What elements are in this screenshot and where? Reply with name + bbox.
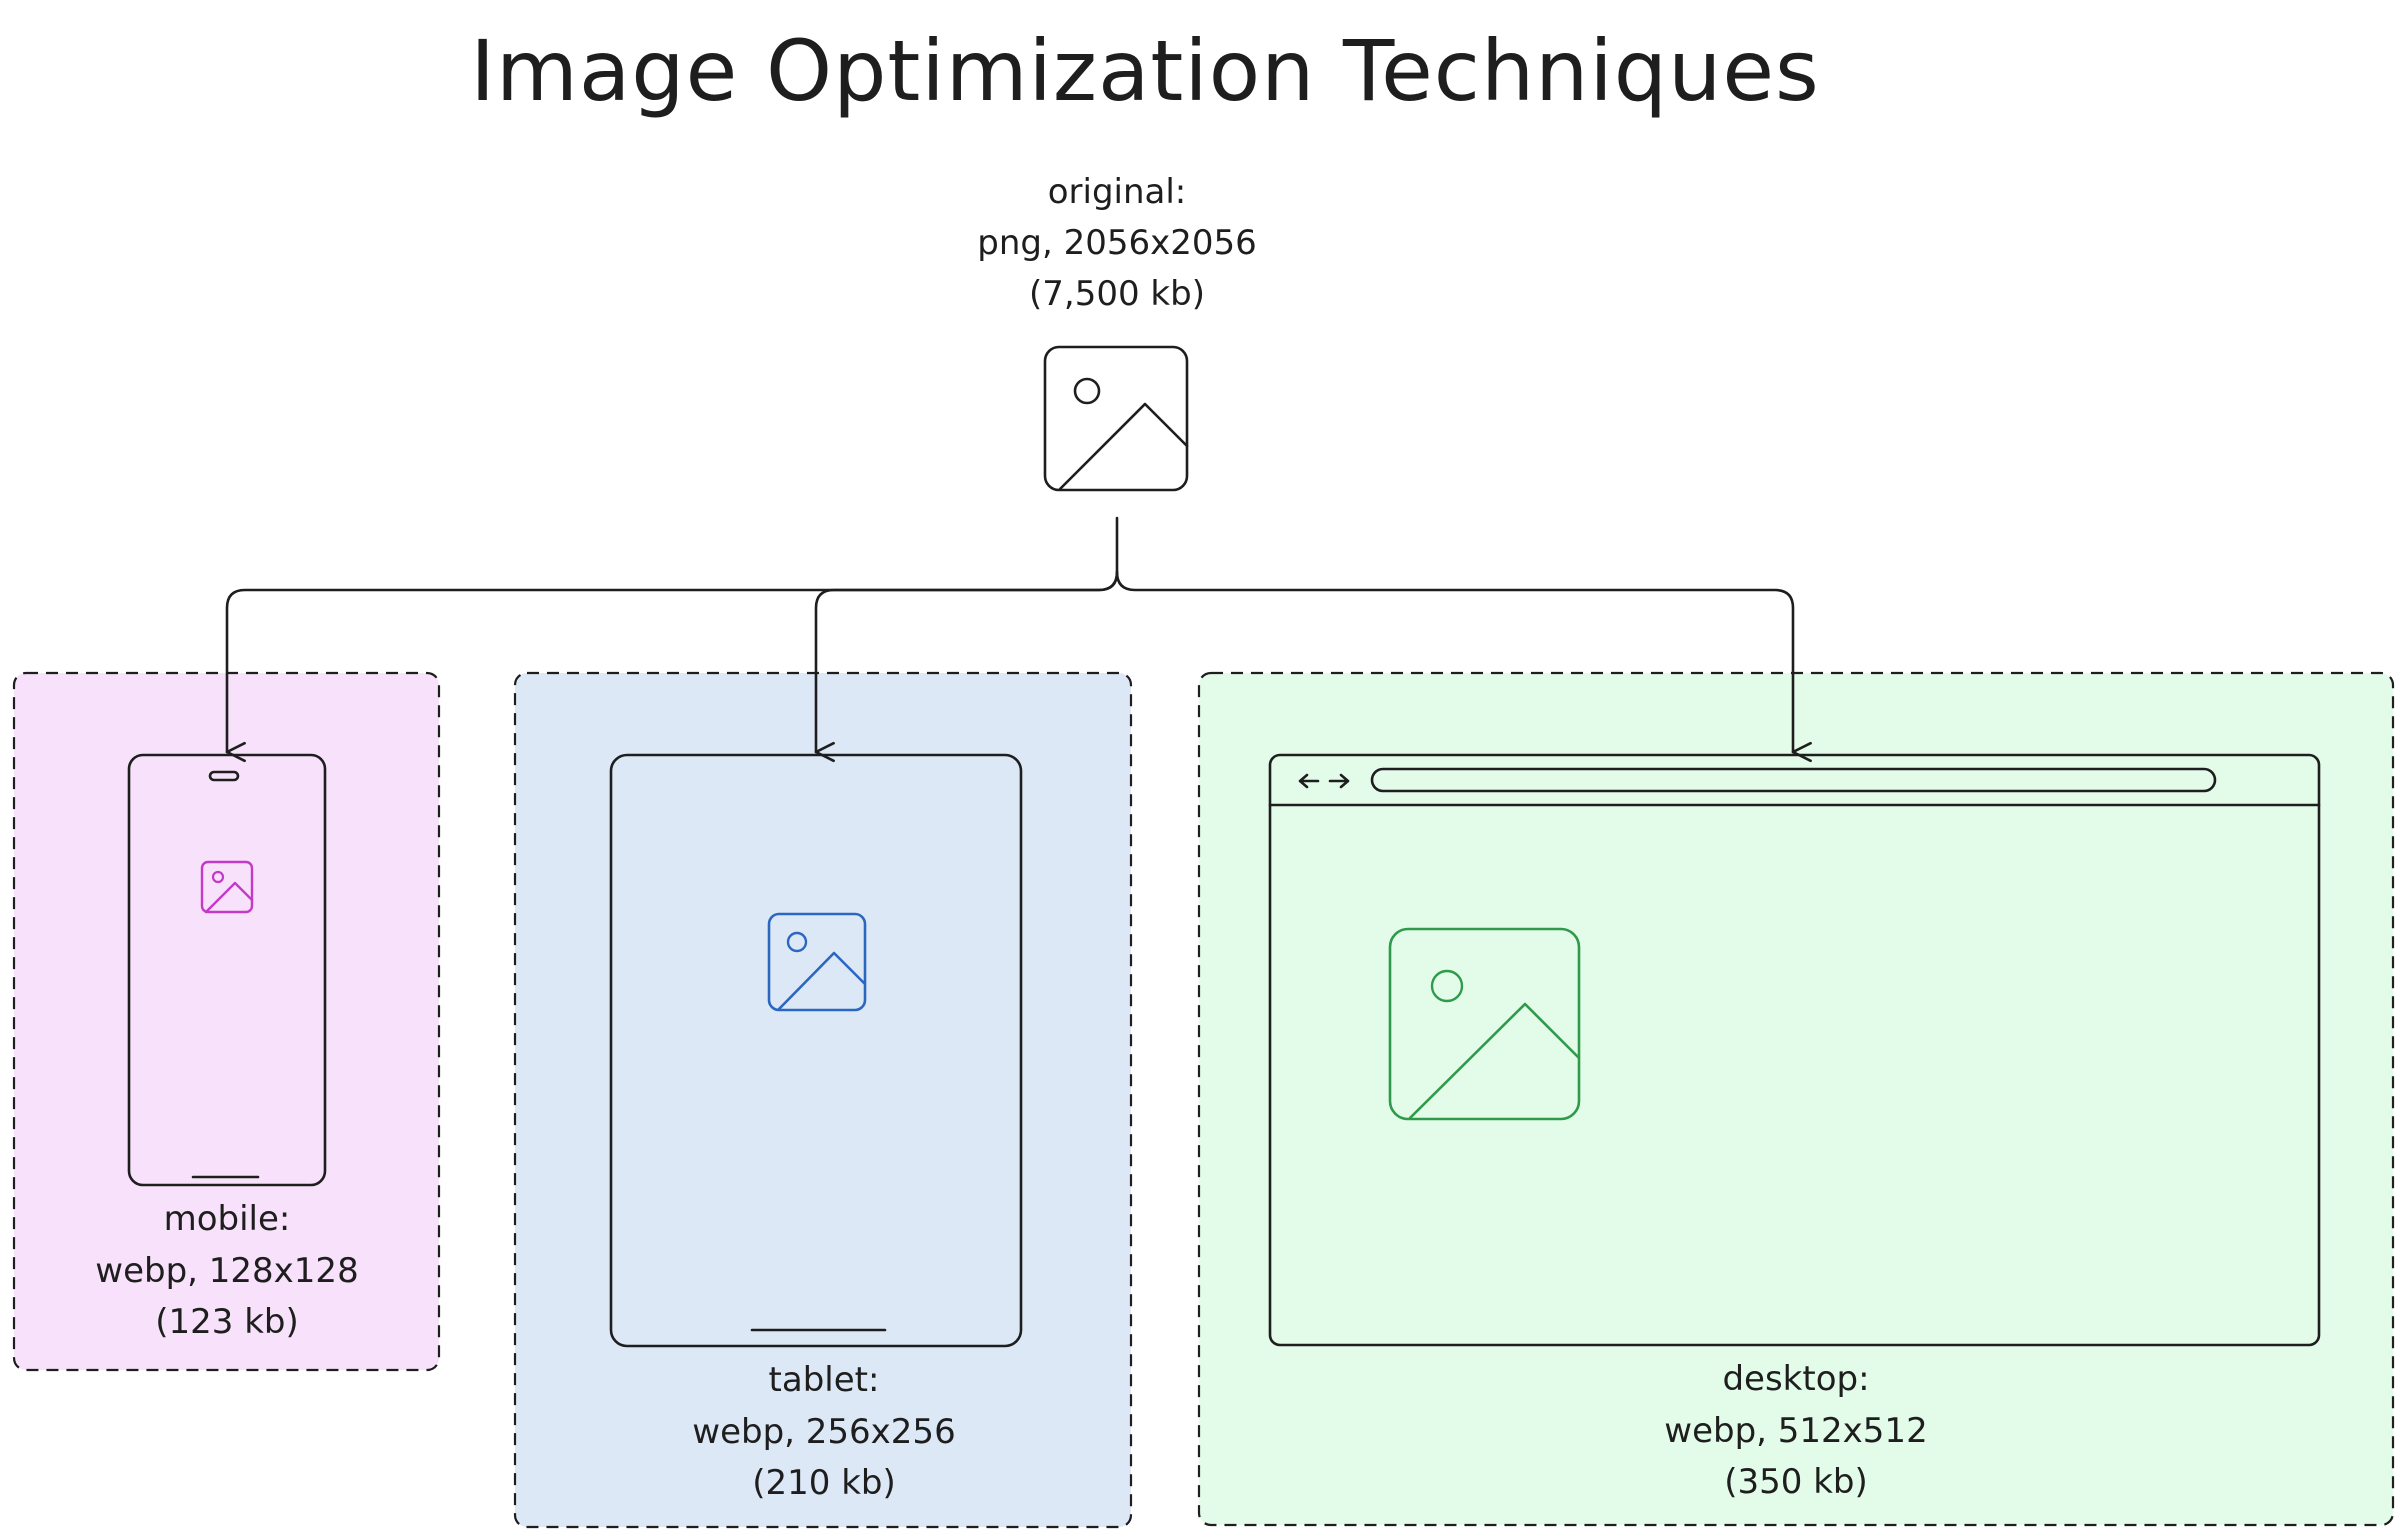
- desktop-label-line1: desktop:: [1722, 1359, 1869, 1399]
- back-forward-arrows-icon: [1298, 773, 1350, 789]
- desktop-browser-frame: [1268, 753, 2321, 1347]
- arrow-to-tablet: [814, 570, 1119, 763]
- phone-speaker: [208, 770, 240, 782]
- tablet-image-icon: [767, 912, 867, 1012]
- mobile-phone-frame: [127, 753, 327, 1187]
- mobile-image-icon: [200, 860, 254, 914]
- mobile-label-line3: (123 kb): [155, 1302, 299, 1342]
- mobile-label: mobile: webp, 128x128 (123 kb): [95, 1199, 358, 1342]
- mobile-label-line1: mobile:: [164, 1199, 291, 1239]
- desktop-zone: [1197, 671, 2395, 1527]
- desktop-image-icon: [1388, 927, 1581, 1121]
- diagram-title: Image Optimization Techniques: [470, 22, 1820, 120]
- arrow-to-desktop: [1115, 570, 1812, 763]
- tablet-label-line1: tablet:: [769, 1360, 880, 1400]
- mobile-label-line2: webp, 128x128: [95, 1251, 358, 1291]
- browser-address-bar: [1370, 767, 2217, 793]
- tablet-label-line2: webp, 256x256: [692, 1412, 955, 1452]
- tablet-zone: [513, 671, 1133, 1529]
- desktop-label: desktop: webp, 512x512 (350 kb): [1664, 1359, 1927, 1502]
- tablet-frame: [609, 753, 1023, 1348]
- desktop-label-line2: webp, 512x512: [1664, 1411, 1927, 1451]
- original-label: original: png, 2056x2056 (7,500 kb): [977, 172, 1257, 314]
- original-label-line2: png, 2056x2056: [977, 223, 1257, 263]
- original-label-line3: (7,500 kb): [1029, 274, 1205, 314]
- original-label-line1: original:: [1048, 172, 1187, 212]
- tablet-label-line3: (210 kb): [752, 1463, 896, 1503]
- original-image-icon: [1043, 345, 1189, 492]
- desktop-label-line3: (350 kb): [1724, 1462, 1868, 1502]
- tablet-label: tablet: webp, 256x256 (210 kb): [692, 1360, 955, 1503]
- connector-tree: [225, 516, 1812, 763]
